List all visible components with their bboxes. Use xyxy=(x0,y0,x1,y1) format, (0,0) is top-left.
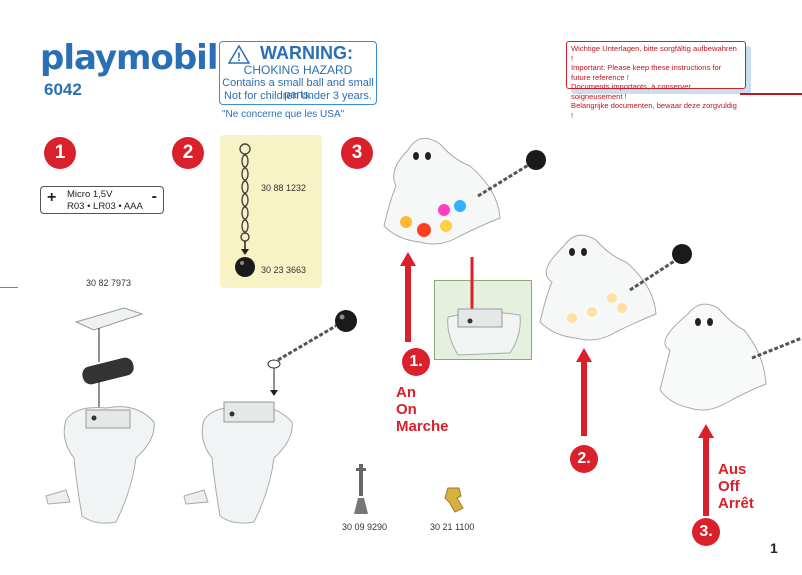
step-2-marker: 2 xyxy=(172,137,204,169)
warning-line-1: Contains a small ball and small parts. xyxy=(222,77,374,101)
battery-minus: - xyxy=(151,188,157,205)
step-3-marker: 3 xyxy=(341,137,373,169)
arrow-up-2-icon xyxy=(576,348,592,436)
notice-line-fr: Documents importants, à conserver soigne… xyxy=(571,82,691,101)
ghost-dim-illustration xyxy=(539,234,692,341)
parts-panel: 30 88 1232 30 23 3663 xyxy=(220,135,322,288)
page-number: 1 xyxy=(770,540,778,556)
label-marche: Marche xyxy=(396,418,449,435)
playmobil-logo: playmobil xyxy=(40,38,218,78)
label-on: On xyxy=(396,401,417,418)
label-arret: Arrêt xyxy=(718,495,754,512)
chain-and-ball-icon xyxy=(235,143,255,277)
warning-subtitle: CHOKING HAZARD xyxy=(243,63,353,77)
notice-line-de: Wichtige Unterlagen, bitte sorgfältig au… xyxy=(571,44,737,63)
label-an: An xyxy=(396,384,416,401)
ghost-lit-illustration xyxy=(383,137,546,245)
ghost-off-illustration xyxy=(659,303,802,411)
notice-line-nl: Belangrijke documenten, bewaar deze zorg… xyxy=(571,101,737,120)
battery-plus: + xyxy=(47,189,57,206)
notice-divider xyxy=(740,93,802,95)
cover-part-code: 30 82 7973 xyxy=(86,278,132,288)
label-off: Off xyxy=(718,478,740,495)
page-edge-mark xyxy=(0,287,18,288)
battery-diagram: + Micro 1,5V R03 • LR03 • AAA - xyxy=(40,186,164,214)
switch-off-label: Aus Off Arrêt xyxy=(718,461,754,512)
ball-part-code: 30 23 3663 xyxy=(261,265,307,275)
chain-part-code: 30 88 1232 xyxy=(261,183,307,193)
switch-detail-illustration xyxy=(447,257,521,356)
switch-step-3-marker: 3. xyxy=(692,518,720,546)
arrow-up-1-icon xyxy=(400,252,416,342)
svg-text:!: ! xyxy=(237,50,241,64)
label-aus: Aus xyxy=(718,461,747,478)
keep-instructions-notice: Wichtige Unterlagen, bitte sorgfältig au… xyxy=(566,41,746,120)
notice-line-en: Important: Please keep these instruction… xyxy=(571,63,722,82)
stand-part-code: 30 09 9290 xyxy=(342,522,388,532)
warning-triangle-icon: ! xyxy=(228,44,250,64)
iron-ball-icon xyxy=(335,310,357,332)
warning-title: WARNING: xyxy=(260,43,353,63)
ghost-assembly-illustration xyxy=(45,307,336,524)
switch-step-1-marker: 1. xyxy=(402,348,430,376)
step-1-marker: 1 xyxy=(44,137,76,169)
key-part-icon xyxy=(444,487,464,513)
battery-type: Micro 1,5V xyxy=(67,189,113,200)
battery-codes: R03 • LR03 • AAA xyxy=(67,201,143,212)
arrow-up-3-icon xyxy=(698,424,714,516)
key-part-code: 30 21 1100 xyxy=(430,522,475,532)
switch-step-2-marker: 2. xyxy=(570,445,598,473)
set-number: 6042 xyxy=(44,80,82,99)
stand-part-icon xyxy=(354,464,368,514)
warning-box: ! WARNING: CHOKING HAZARD Contains a sma… xyxy=(219,41,377,105)
usa-note: "Ne concerne que les USA" xyxy=(222,109,345,120)
warning-line-2: Not for children under 3 years. xyxy=(224,90,372,102)
switch-on-label: An On Marche xyxy=(396,384,449,435)
